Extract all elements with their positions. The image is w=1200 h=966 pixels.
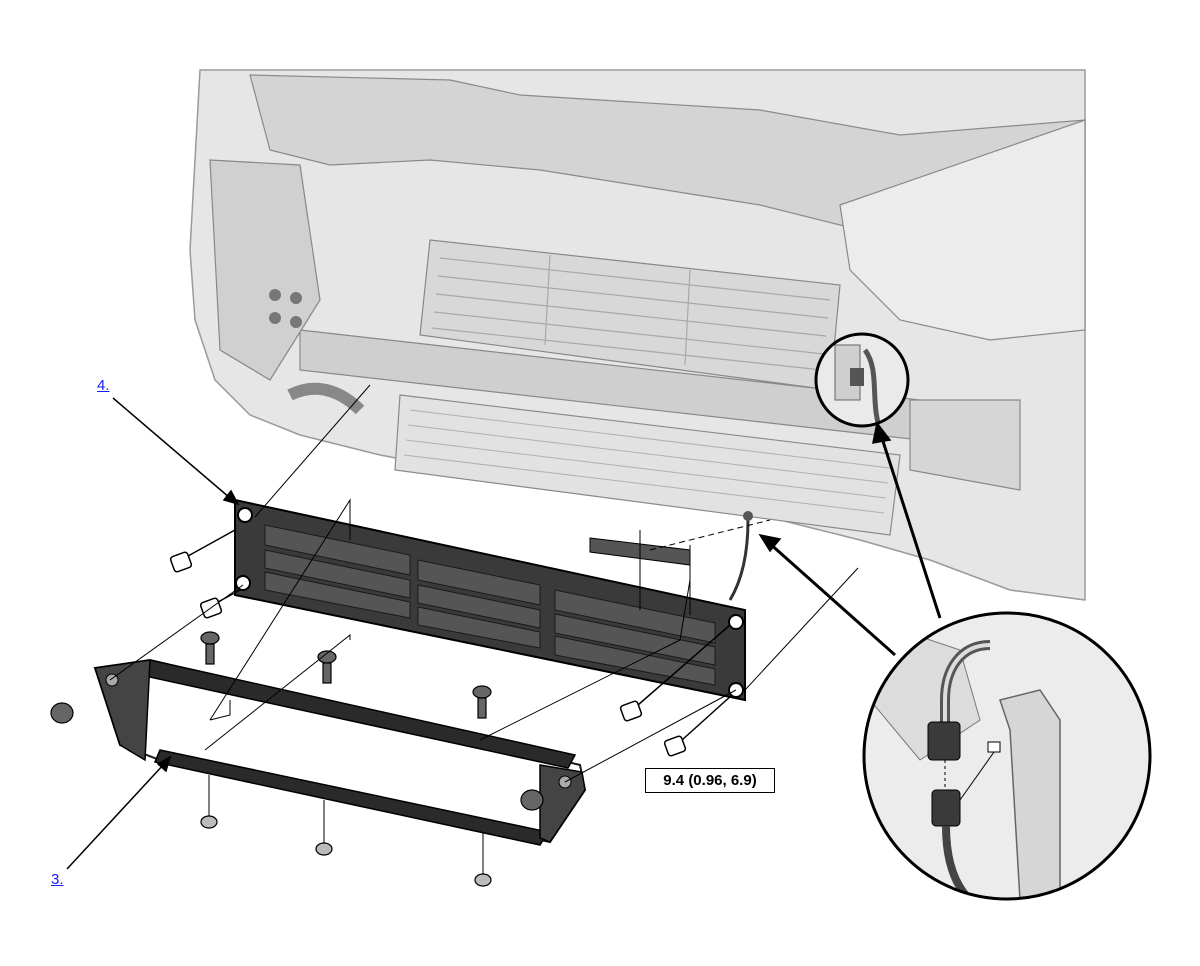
bolt-left-lower: [199, 589, 241, 619]
wire-harness: [728, 519, 750, 601]
callout-item-4-link[interactable]: 4.: [97, 377, 110, 394]
installation-lines: [109, 384, 859, 783]
connector-detail-view: [862, 611, 1152, 901]
vehicle-front-body: [189, 69, 1086, 601]
bolt-left-upper: [169, 529, 236, 573]
callout-item-3-link[interactable]: 3.: [51, 871, 64, 888]
bolt-right-lower: [663, 694, 733, 757]
torque-spec-label: 9.4 (0.96, 6.9): [645, 768, 775, 793]
lower-grille-frame: [93, 658, 587, 846]
leader-arrows: [66, 397, 942, 870]
clips: [50, 631, 544, 887]
connector-location-circle: [814, 332, 910, 428]
bolts: [169, 529, 733, 757]
active-grille-shutter: [234, 498, 746, 702]
bolt-right-upper: [619, 624, 731, 722]
